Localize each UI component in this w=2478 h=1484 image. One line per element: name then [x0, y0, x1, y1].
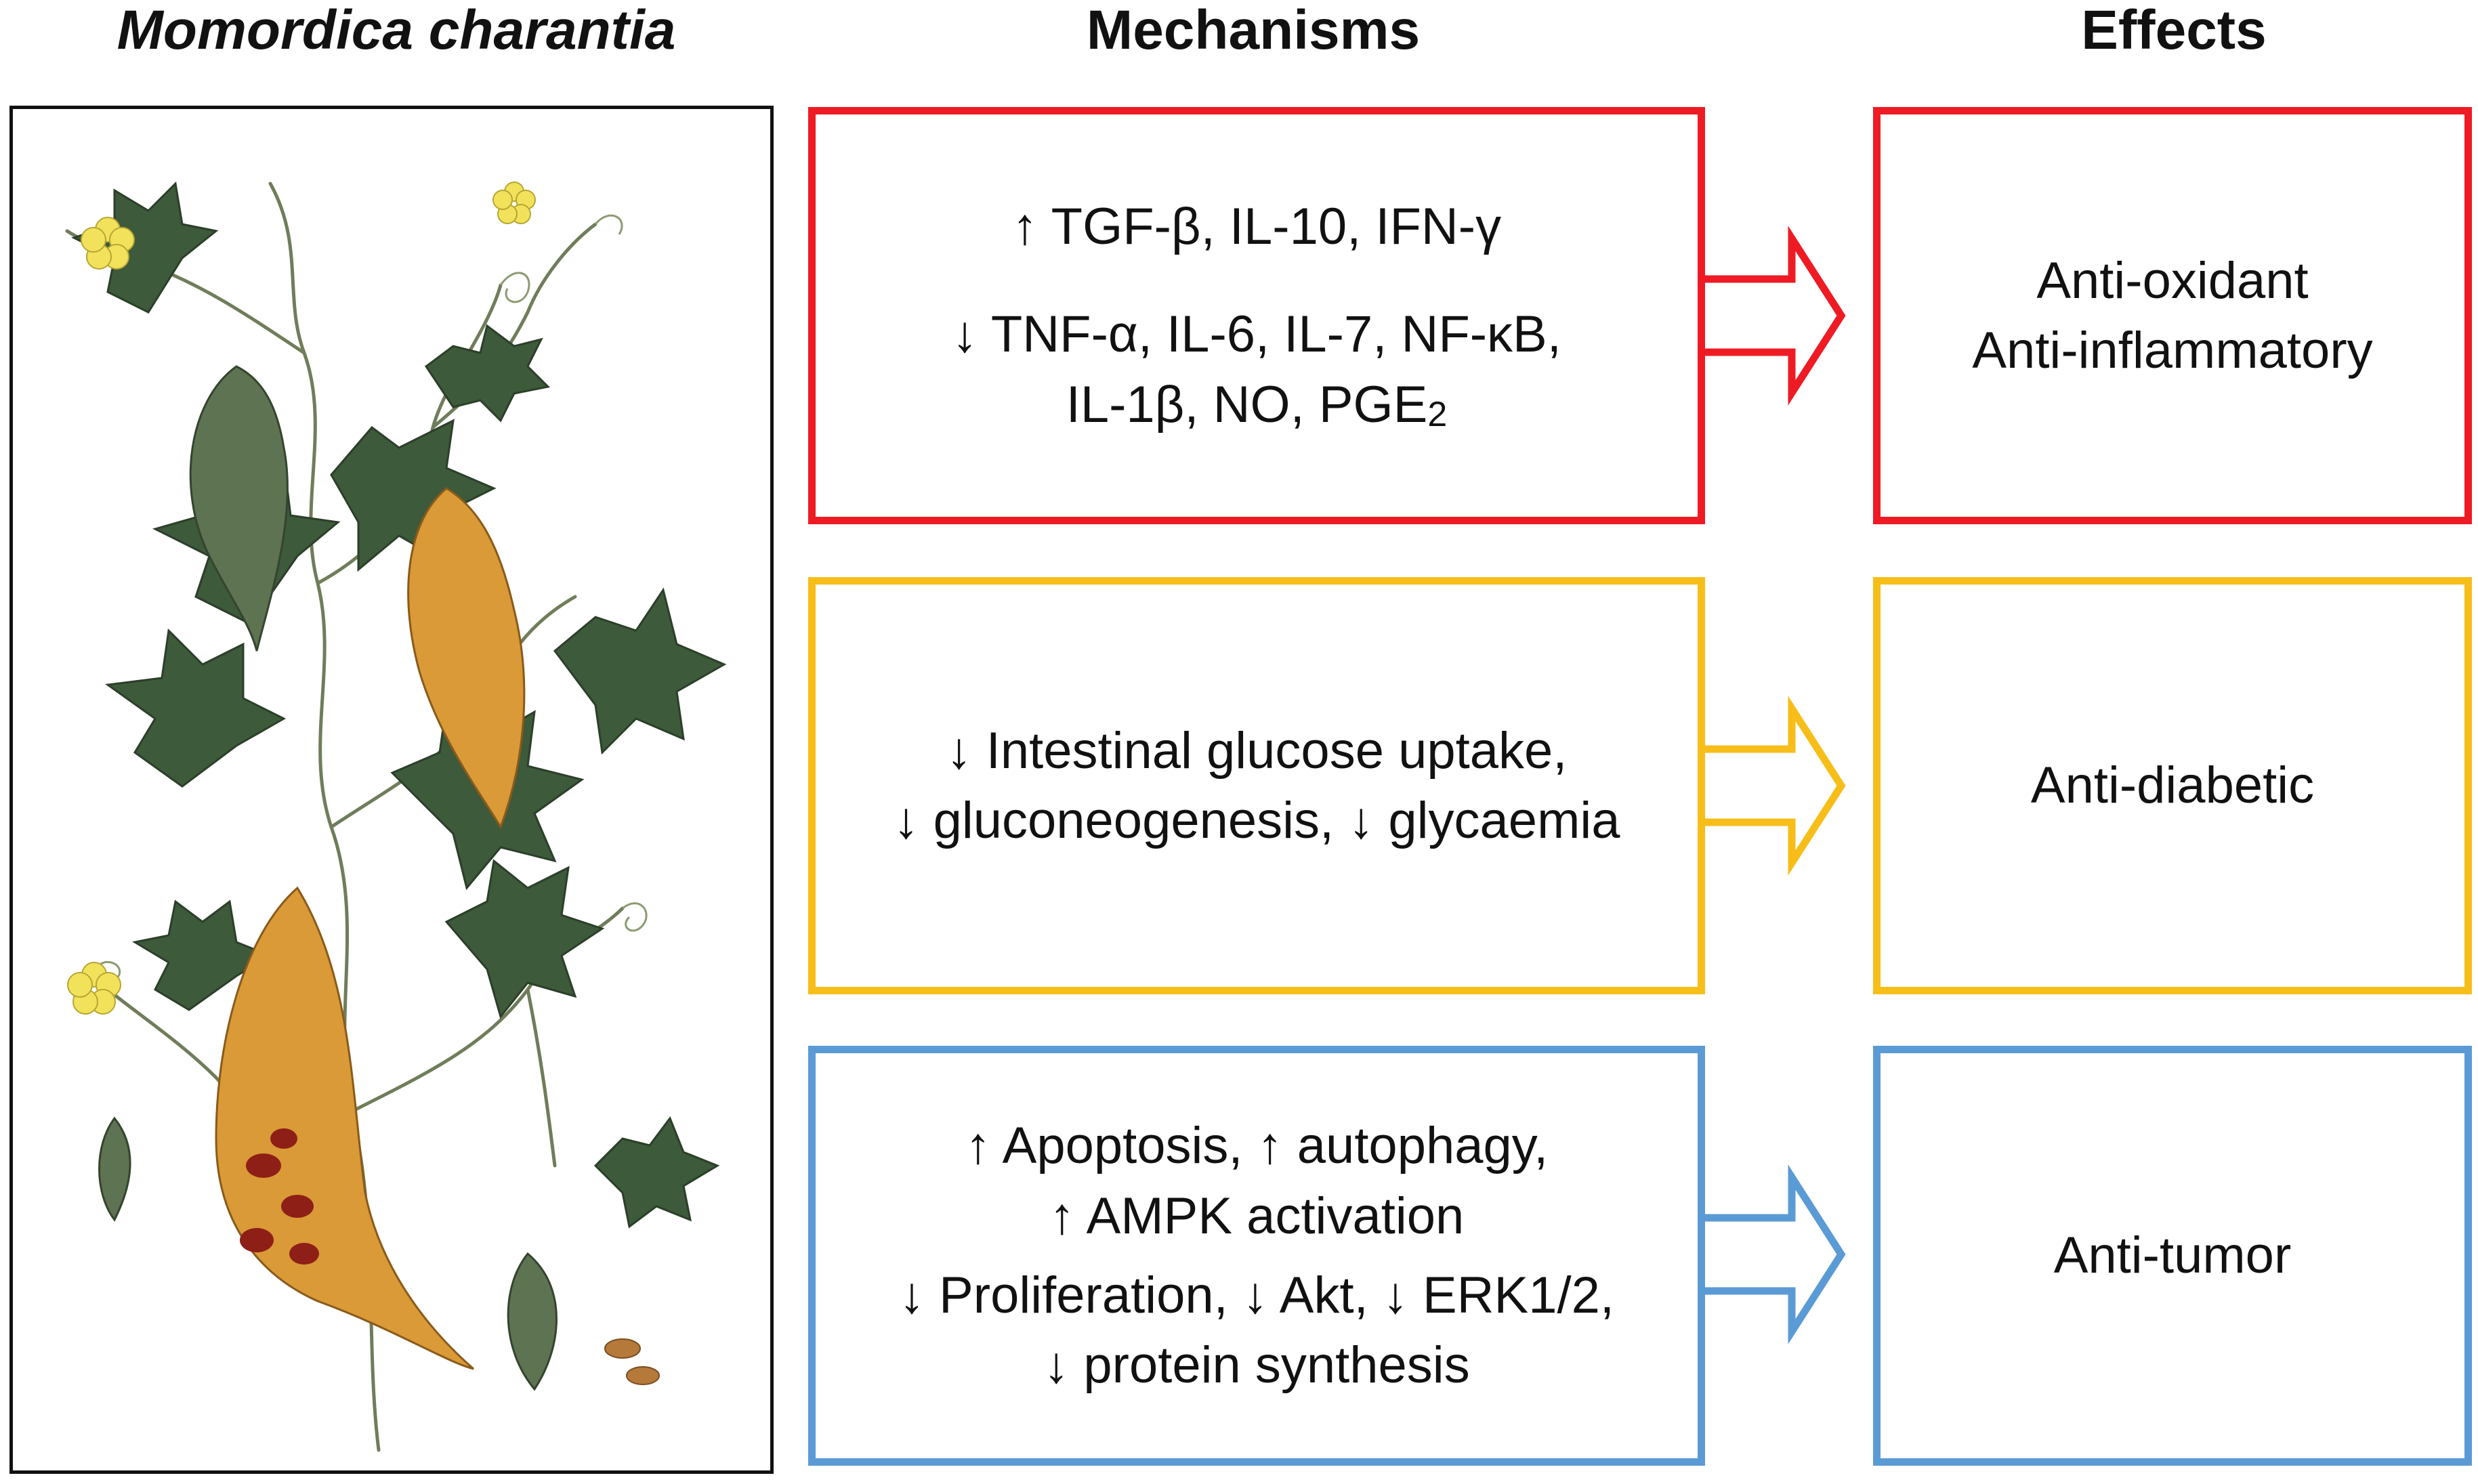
effect-label: Anti-inflammatory	[1972, 322, 2373, 379]
plant-illustration-frame	[9, 106, 774, 1474]
effect-box-anti-inflammatory: Anti-oxidant Anti-inflammatory	[1873, 107, 2472, 524]
effect-label: Anti-tumor	[2053, 1227, 2292, 1285]
mechanism-box-inflammation: ↑ TGF-β, IL-10, IFN-γ ↓ TNF-α, IL-6, IL-…	[808, 107, 1705, 524]
arrow-anti-inflammatory	[1701, 226, 1846, 406]
plant-heading: Momordica charantia	[117, 0, 676, 61]
effect-box-anti-tumor: Anti-tumor	[1873, 1046, 2472, 1466]
effect-label: Anti-oxidant	[2036, 251, 2309, 310]
effects-heading: Effects	[2081, 0, 2267, 61]
pge-subscript: 2	[1427, 394, 1448, 434]
mechanism-upregulated-line: ↑ TGF-β, IL-10, IFN-γ	[1011, 197, 1502, 255]
mechanism-line: ↓ Proliferation, ↓ Akt, ↓ ERK1/2,	[899, 1267, 1614, 1324]
mechanisms-heading: Mechanisms	[1086, 0, 1421, 61]
mechanism-line: ↓ Intestinal glucose uptake,	[946, 721, 1568, 780]
effect-box-anti-diabetic: Anti-diabetic	[1873, 577, 2472, 994]
mechanism-box-diabetes: ↓ Intestinal glucose uptake, ↓ gluconeog…	[808, 577, 1705, 994]
mechanism-line: ↓ gluconeogenesis, ↓ glycaemia	[893, 792, 1620, 849]
arrow-anti-tumor	[1701, 1164, 1846, 1344]
mechanism-line: ↓ protein synthesis	[1043, 1336, 1470, 1395]
effect-label: Anti-diabetic	[2030, 757, 2315, 815]
arrow-anti-diabetic	[1701, 696, 1846, 876]
mechanism-downregulated-line-cont: IL-1β, NO, PGE2	[1066, 375, 1448, 434]
mechanism-downregulated-line: ↓ TNF-α, IL-6, IL-7, NF-κB,	[952, 305, 1561, 364]
bitter-melon-plant-illustration-icon	[65, 181, 727, 1452]
mechanism-line: ↑ AMPK activation	[1049, 1187, 1465, 1245]
mechanism-box-tumor: ↑ Apoptosis, ↑ autophagy, ↑ AMPK activat…	[808, 1046, 1705, 1466]
mechanism-line: ↑ Apoptosis, ↑ autophagy,	[965, 1117, 1549, 1175]
